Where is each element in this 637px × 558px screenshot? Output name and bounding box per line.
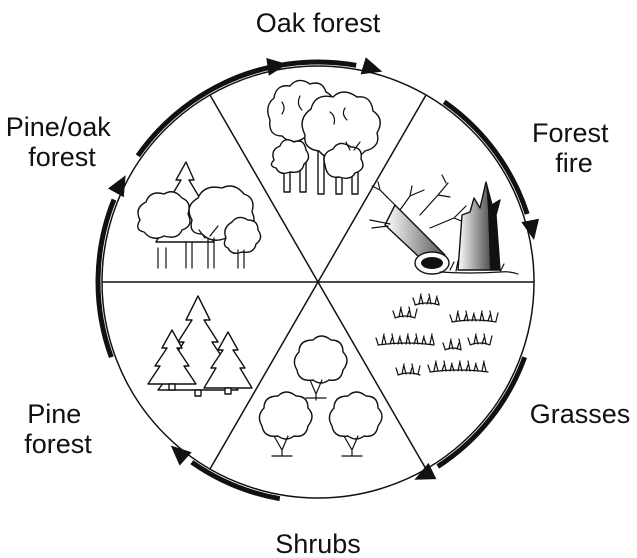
grass-tuft [394, 315, 416, 319]
label-grasses: Grasses [530, 399, 631, 429]
grass-blades [395, 363, 421, 375]
cycle-arrow-arc [436, 356, 528, 469]
grass-tuft [397, 372, 421, 376]
grass-blades [412, 293, 440, 305]
label-forest-fire: Forest fire [532, 118, 616, 178]
oak-forest-illustration [267, 79, 381, 195]
cycle-arrow-arc [442, 99, 530, 215]
grass-blades [449, 310, 499, 322]
grass-blades [442, 338, 462, 350]
cycle-arrow-head [414, 462, 437, 480]
label-shrubs: Shrubs [275, 529, 361, 558]
grasses-illustration [375, 293, 499, 376]
cycle-arrow-head [108, 175, 126, 198]
pine-forest-illustration [147, 295, 253, 397]
label-oak-forest: Oak forest [256, 8, 381, 38]
grass-tuft [429, 369, 489, 373]
sector-dividers [102, 94, 534, 470]
cycle-arrow-head [360, 57, 383, 75]
forest-fire-illustration [369, 174, 519, 275]
label-pine-forest: Pine forest [24, 399, 92, 459]
cycle-arrow-arc [135, 67, 262, 158]
cycle-arrow-arc [190, 460, 281, 502]
grass-blades [427, 360, 487, 372]
grass-tuft [469, 342, 491, 346]
cycle-arrow-head [170, 445, 192, 466]
grass-blades [467, 333, 493, 345]
grass-tuft [451, 319, 497, 323]
cycle-arrow-head [521, 218, 539, 240]
cycle-arrow-arc [95, 198, 117, 359]
grass-blades [392, 306, 418, 318]
grass-blades [375, 333, 435, 345]
pine-oak-forest-illustration [137, 161, 262, 269]
shrubs-illustration [258, 335, 383, 457]
cycle-arrows [95, 57, 539, 502]
cycle-arrow-head [266, 58, 288, 76]
label-pine-oak-forest: Pine/oak forest [6, 112, 119, 172]
